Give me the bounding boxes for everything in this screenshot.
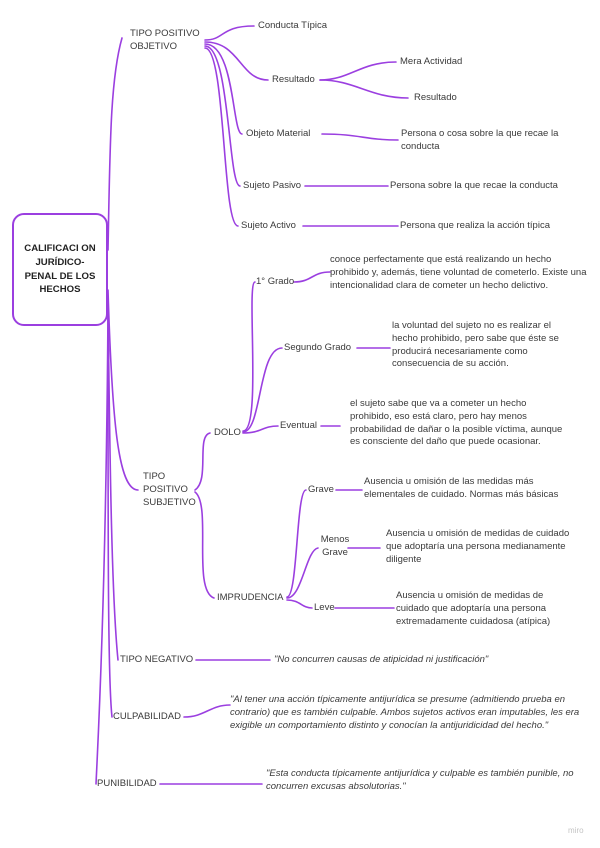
tipo-positivo-subjetivo-node[interactable]: TIPO POSITIVO SUBJETIVO (143, 471, 196, 508)
dolo-eventual-desc: el sujeto sabe que va a cometer un hecho… (350, 398, 563, 448)
punibilidad-node[interactable]: PUNIBILIDAD (97, 778, 157, 789)
root-node[interactable]: CALIFICACI ON JURÍDICO-PENAL DE LOS HECH… (12, 213, 108, 326)
imprudencia-grave-node[interactable]: Grave (308, 484, 334, 495)
dolo-node[interactable]: DOLO (214, 427, 241, 438)
imprudencia-grave-desc: Ausencia u omisión de las medidas más el… (364, 476, 559, 500)
culpabilidad-desc: "Al tener una acción típicamente antijur… (230, 694, 580, 731)
tipo-negativo-desc: "No concurren causas de atipicidad ni ju… (274, 654, 489, 665)
culpabilidad-node[interactable]: CULPABILIDAD (113, 711, 181, 722)
resultado-leaf-node[interactable]: Resultado (414, 92, 457, 103)
imprudencia-node[interactable]: IMPRUDENCIA (217, 592, 284, 603)
punibilidad-desc: "Esta conducta típicamente antijurídica … (266, 768, 574, 792)
imprudencia-leve-node[interactable]: Leve (314, 602, 335, 613)
conducta-tipica-node[interactable]: Conducta Típica (258, 20, 328, 31)
tipo-positivo-objetivo-node[interactable]: TIPO POSITIVO OBJETIVO (130, 28, 200, 52)
imprudencia-menos-grave-node[interactable]: Menos Grave (320, 534, 350, 558)
dolo-primer-grado-node[interactable]: 1° Grado (256, 276, 295, 287)
sujeto-pasivo-node[interactable]: Sujeto Pasivo (243, 180, 302, 191)
dolo-segundo-grado-node[interactable]: Segundo Grado (284, 342, 352, 353)
sujeto-activo-node[interactable]: Sujeto Activo (241, 220, 296, 231)
sujeto-pasivo-desc: Persona sobre la que recae la conducta (390, 180, 558, 191)
tipo-negativo-node[interactable]: TIPO NEGATIVO (120, 654, 194, 665)
imprudencia-menos-grave-desc: Ausencia u omisión de medidas de cuidado… (386, 528, 570, 565)
mera-actividad-node[interactable]: Mera Actividad (400, 56, 463, 67)
dolo-segundo-grado-desc: la voluntad del sujeto no es realizar el… (392, 320, 559, 370)
resultado-node[interactable]: Resultado (272, 74, 315, 85)
imprudencia-leve-desc: Ausencia u omisión de medidas de cuidado… (396, 590, 551, 627)
miro-watermark: miro (568, 826, 584, 835)
objeto-material-desc: Persona o cosa sobre la que recae la con… (401, 128, 559, 152)
sujeto-activo-desc: Persona que realiza la acción típica (400, 220, 550, 231)
dolo-eventual-node[interactable]: Eventual (280, 420, 317, 431)
objeto-material-node[interactable]: Objeto Material (246, 128, 311, 139)
dolo-primer-grado-desc: conoce perfectamente que está realizando… (330, 254, 587, 291)
